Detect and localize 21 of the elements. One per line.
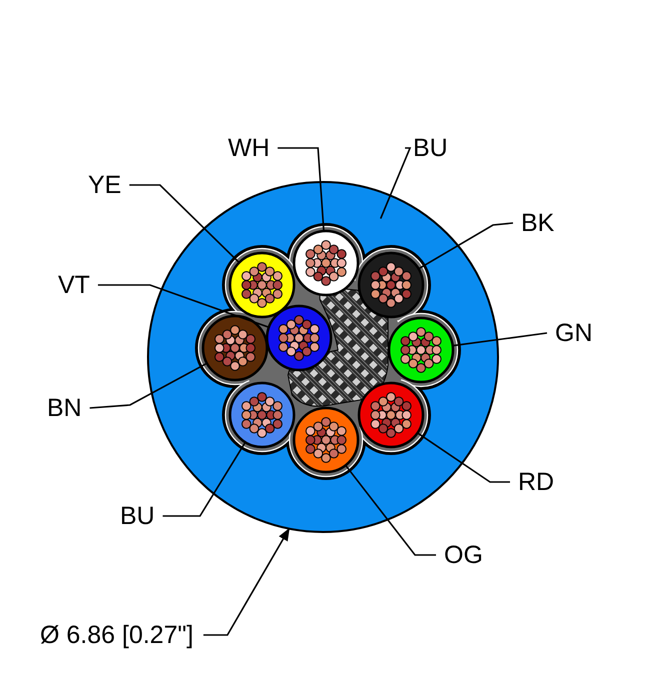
leader-line — [452, 332, 548, 347]
wire-color-label: YE — [88, 170, 122, 200]
wire-color-label: OG — [444, 540, 483, 570]
leader-line — [418, 222, 514, 270]
diameter-dimension: Ø 6.86 [0.27"] — [40, 620, 194, 650]
leader-line — [162, 442, 246, 517]
leader-line — [417, 432, 510, 483]
wire-color-label: BU — [120, 501, 155, 531]
leader-line — [98, 284, 270, 328]
leader-line — [129, 184, 240, 264]
leader-line — [380, 147, 412, 219]
wire-color-label: VT — [58, 270, 90, 300]
wire-color-label: GN — [555, 318, 592, 348]
wire-color-label: BU — [413, 133, 448, 163]
wire-color-label: WH — [228, 133, 270, 163]
leader-line — [278, 147, 325, 232]
wire-color-label: BN — [47, 393, 82, 423]
leader-line — [90, 362, 208, 409]
leader-line — [344, 464, 436, 556]
wire-color-label: RD — [518, 467, 554, 497]
wire-color-label: BK — [521, 208, 554, 238]
